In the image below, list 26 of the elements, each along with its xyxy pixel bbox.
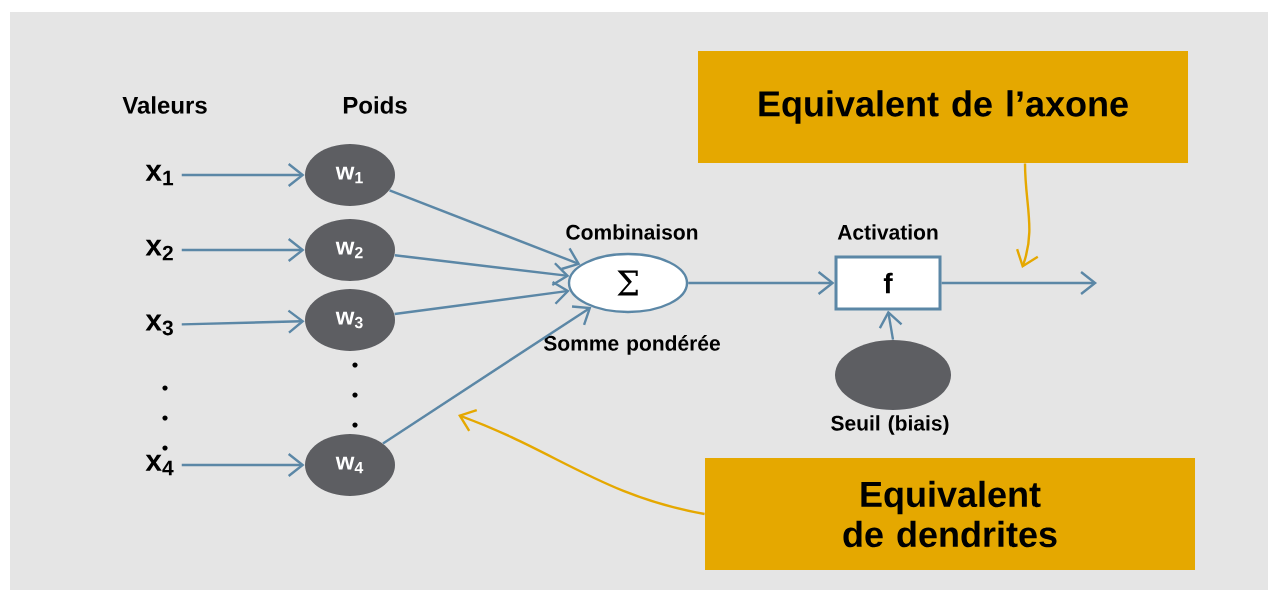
- column-heading: Poids: [343, 96, 407, 114]
- input-label: x$_{2}$: [145, 239, 173, 261]
- node-caption: Activation: [837, 224, 938, 240]
- activation-box: f: [834, 255, 942, 311]
- input-label: x$_{3}$: [145, 314, 173, 336]
- arrow: [181, 238, 305, 262]
- arrow: [181, 163, 305, 187]
- arrow: [394, 280, 570, 316]
- arrow: [941, 271, 1097, 295]
- input-label: x$_{4}$: [145, 454, 174, 476]
- callout-box: Equivalent de dendrites: [705, 458, 1195, 570]
- arrow: [382, 305, 592, 445]
- arrow: [181, 453, 305, 477]
- arrow: [389, 189, 581, 271]
- arrow: [878, 310, 903, 340]
- node-caption: Seuil (biais): [831, 415, 949, 435]
- callout-box: Equivalent de l’axone: [698, 51, 1188, 163]
- arrow: [1016, 163, 1039, 268]
- arrow: [181, 309, 305, 334]
- node-caption: Combinaison: [566, 224, 698, 240]
- arrow: [688, 271, 835, 295]
- arrow: [458, 408, 705, 516]
- input-label: x$_{1}$: [145, 164, 174, 186]
- arrow: [394, 254, 570, 287]
- node-caption: Somme pondérée: [543, 335, 720, 355]
- column-heading: Valeurs: [122, 96, 207, 114]
